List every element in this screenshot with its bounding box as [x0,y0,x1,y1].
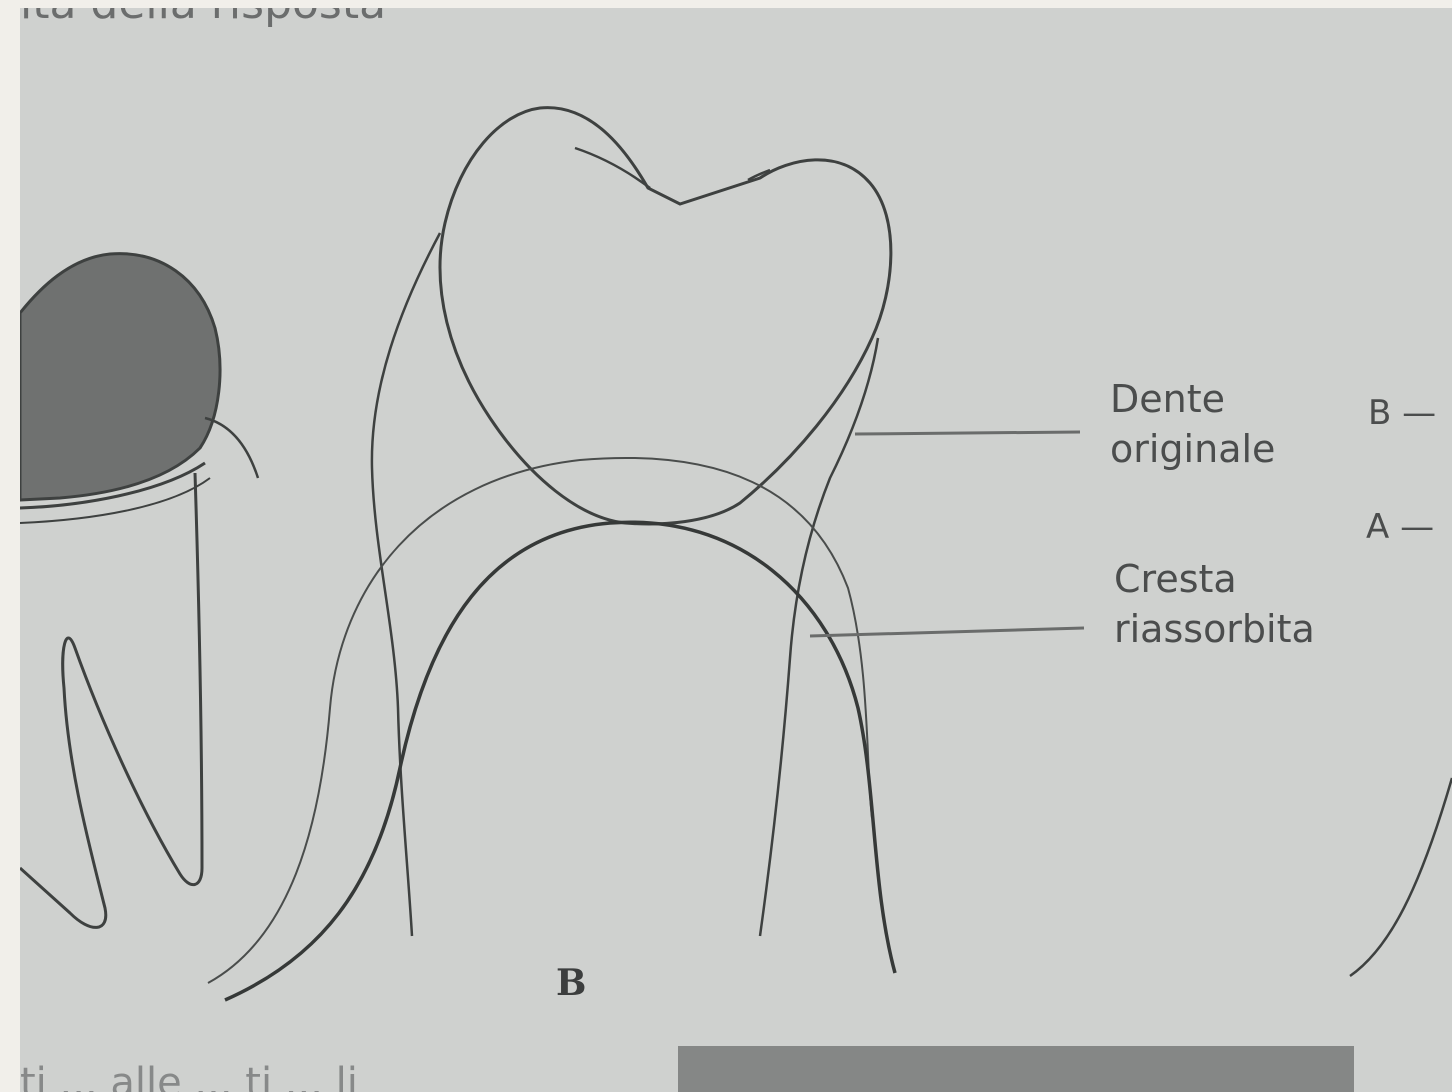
neighbor-tooth-root [20,473,202,927]
next-figure-curve [1350,778,1452,976]
neighbor-tooth-crown [20,254,220,500]
leader-line-cresta [810,628,1084,636]
original-tooth-crown [440,108,891,524]
label-right-b: B — [1368,388,1436,438]
figure-page: ita della risposta Dente originale Crest… [20,8,1452,1092]
original-ridge-line [208,458,872,983]
label-cresta-riassorbita: Cresta riassorbita [1114,554,1315,654]
resorbed-ridge-line [225,522,895,1000]
label-dente-line1: Dente [1110,374,1275,424]
crown-fissure [575,148,650,188]
label-cresta-line1: Cresta [1114,554,1315,604]
next-figure-gray-block [678,1046,1354,1092]
neighbor-tooth-gingiva-line [205,418,258,478]
tooth-diagram [20,8,1452,1092]
label-right-a: A — [1366,502,1434,552]
cropped-footer-text: ti ... alle ... ti ... li [20,1060,358,1092]
panel-letter-b: B [556,958,586,1008]
label-dente-line2: originale [1110,424,1275,474]
label-cresta-line2: riassorbita [1114,604,1315,654]
label-dente-originale: Dente originale [1110,374,1275,474]
leader-line-dente [855,432,1080,434]
